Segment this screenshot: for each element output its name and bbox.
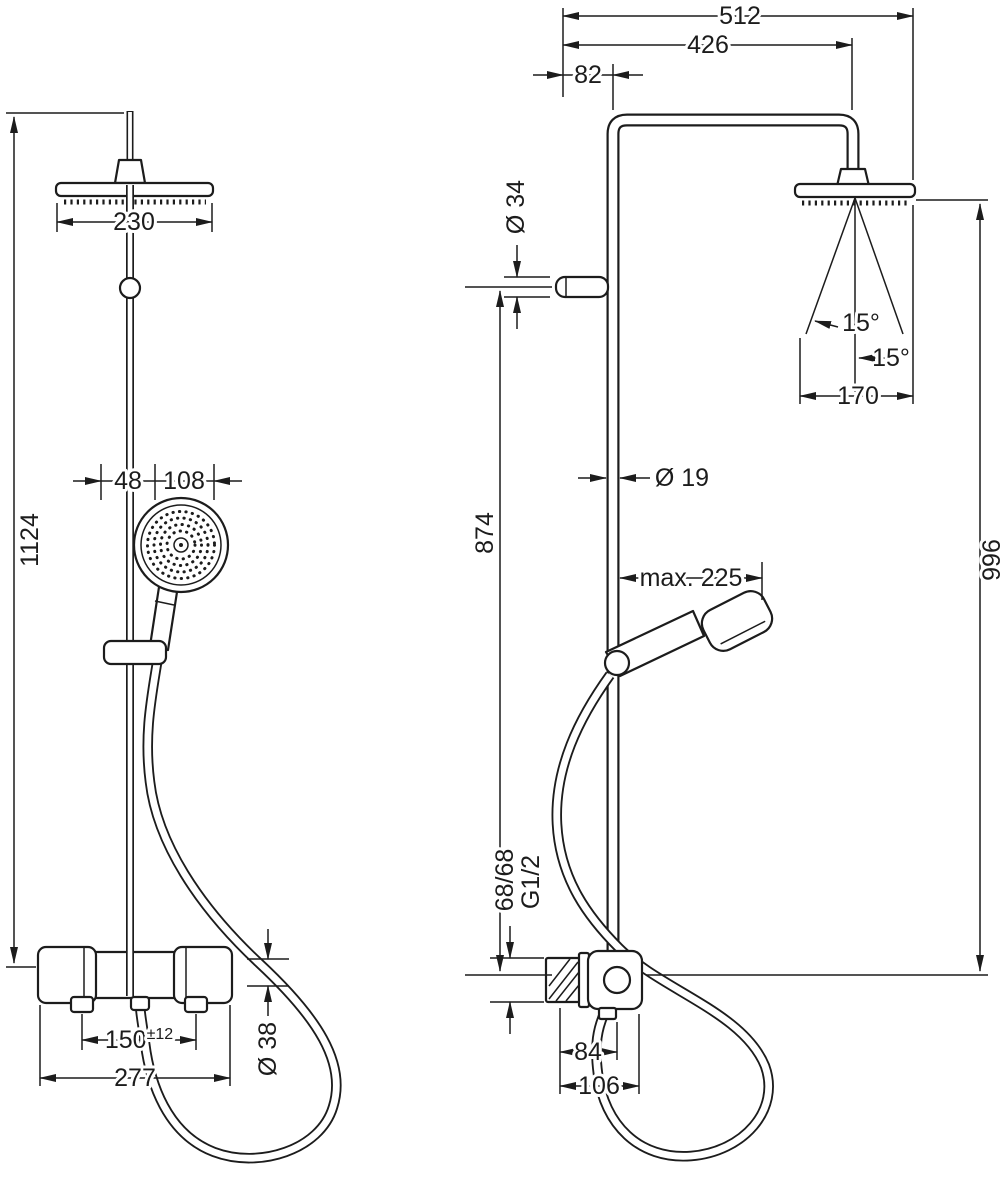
hand-shower-front bbox=[102, 496, 230, 666]
handshower-holder bbox=[102, 639, 168, 666]
dim-front-head-width: 230 bbox=[113, 208, 155, 236]
shower-hose-front bbox=[134, 662, 342, 1164]
dim-side-thread: G1/2 bbox=[517, 855, 545, 909]
overhead-shower-front bbox=[54, 111, 215, 205]
overhead-shower-side bbox=[793, 167, 917, 206]
dim-side-connection-spacing: 68/68 bbox=[491, 849, 519, 912]
front-view: 1124 230 48 108 150±12 277 bbox=[6, 111, 342, 1164]
dim-side-spray-angle-right: 15° bbox=[872, 344, 910, 372]
spray-cone bbox=[805, 197, 904, 392]
pipe-slider-ring bbox=[118, 276, 142, 300]
dim-front-inlet-spacing: 150±12 bbox=[105, 1026, 173, 1054]
dim-side-depth-inner: 84 bbox=[574, 1038, 602, 1066]
dim-front-total-height: 1124 bbox=[16, 513, 44, 567]
thermostat-side bbox=[544, 949, 644, 1021]
dim-side-height-head: 996 bbox=[978, 539, 1003, 581]
dim-side-height-bracket: 874 bbox=[471, 512, 499, 554]
valve-connections-front bbox=[69, 995, 209, 1014]
dim-side-depth-arm: 426 bbox=[687, 31, 729, 59]
holder-pivot bbox=[603, 649, 631, 677]
dims-front: 1124 230 48 108 150±12 277 bbox=[6, 112, 289, 1095]
dim-side-depth-total: 512 bbox=[719, 2, 761, 30]
dim-side-max-reach: max. 225 bbox=[640, 564, 743, 592]
dim-front-handshower-width: 108 bbox=[163, 467, 205, 495]
dims-side: 512 426 82 Ø 34 15° 15° bbox=[465, 0, 1003, 1103]
dim-side-bracket-diameter: Ø 34 bbox=[502, 180, 530, 234]
dim-front-handshower-offset: 48 bbox=[114, 467, 142, 495]
dim-side-pipe-diameter: Ø 19 bbox=[655, 464, 709, 492]
dim-front-valve-width: 277 bbox=[114, 1064, 156, 1092]
riser-pipe-side bbox=[554, 113, 860, 965]
dim-side-wall-offset: 82 bbox=[574, 61, 602, 89]
dim-side-depth-outer: 106 bbox=[578, 1072, 620, 1100]
shower-hose-side bbox=[551, 671, 774, 1162]
thermostat-front bbox=[36, 945, 234, 1005]
wall-bracket bbox=[554, 275, 610, 299]
dim-side-spray-angle-left: 15° bbox=[842, 309, 880, 337]
dim-side-spray-width: 170 bbox=[837, 382, 879, 410]
dim-front-hose-diameter: Ø 38 bbox=[254, 1022, 282, 1076]
hand-shower-side bbox=[603, 590, 774, 678]
side-view: 512 426 82 Ø 34 15° 15° bbox=[465, 0, 1003, 1162]
riser-pipe-front bbox=[118, 185, 142, 996]
